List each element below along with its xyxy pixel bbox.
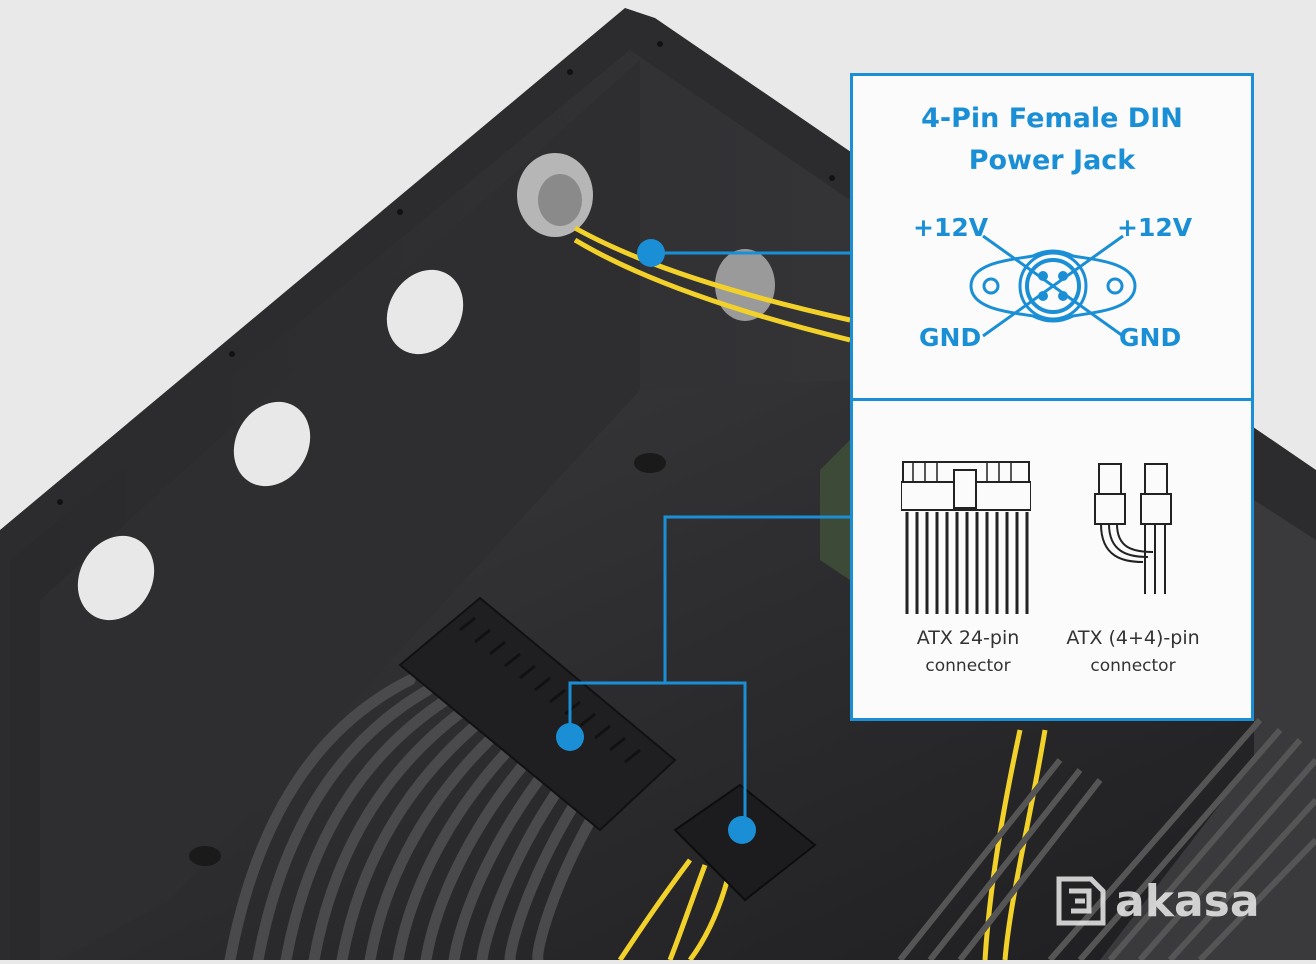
atx-8pin-connector-icon xyxy=(1094,463,1172,594)
pin-label-bottom-left: GND xyxy=(919,323,982,352)
atx-8pin-label-line2: connector xyxy=(1090,656,1176,676)
akasa-logo-icon xyxy=(1056,876,1106,926)
din-jack-title: 4-Pin Female DIN Power Jack xyxy=(853,98,1251,182)
din-pinout-icon xyxy=(969,234,1137,338)
callout-divider xyxy=(853,398,1251,401)
atx-24pin-label: ATX 24-pin connector xyxy=(893,624,1043,680)
pin-label-top-left: +12V xyxy=(913,213,989,242)
atx-24pin-connector-icon xyxy=(901,461,1031,614)
spec-callout-panel: 4-Pin Female DIN Power Jack +12V +12V GN… xyxy=(850,73,1254,721)
pin-label-top-right: +12V xyxy=(1117,213,1193,242)
atx-24pin-label-line1: ATX 24-pin xyxy=(916,627,1020,649)
atx-8pin-label-line1: ATX (4+4)-pin xyxy=(1066,627,1200,649)
atx-8pin-label: ATX (4+4)-pin connector xyxy=(1053,624,1213,680)
din-title-line2: Power Jack xyxy=(968,145,1136,176)
akasa-logo-text: akasa xyxy=(1115,875,1260,927)
akasa-logo: akasa xyxy=(1055,875,1260,927)
din-title-line1: 4-Pin Female DIN xyxy=(921,103,1183,134)
pin-label-bottom-right: GND xyxy=(1119,323,1182,352)
callout-markers xyxy=(556,239,756,844)
atx-24pin-label-line2: connector xyxy=(925,656,1011,676)
